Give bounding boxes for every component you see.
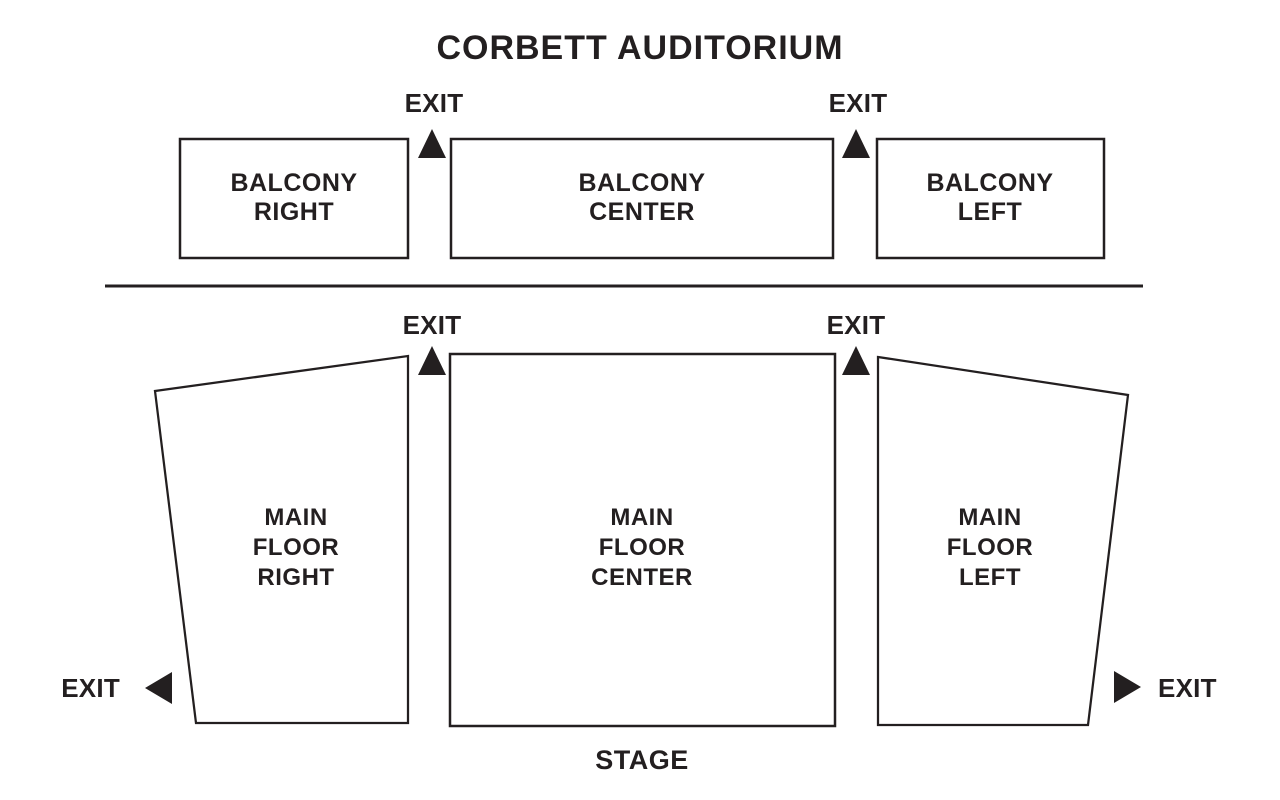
main-floor-left-section-shape [876,355,1130,727]
balcony-left-section-shape [875,137,1106,260]
balcony-left-section-label: BALCONY LEFT [926,169,1054,226]
exit-label-balcony-upper-left: EXIT [404,88,464,118]
left-arrow-icon [145,672,172,704]
up-arrow-icon [418,129,446,158]
balcony-right-section-shape [178,137,410,260]
balcony-center-section-label: BALCONY CENTER [578,169,706,226]
main-floor-left-section-label: MAIN FLOOR LEFT [946,504,1034,591]
balcony-right-section-label: BALCONY RIGHT [230,169,358,226]
main-floor-center-section-shape [448,352,837,728]
up-arrow-icon [842,346,870,375]
exit-label-main-floor-upper-right: EXIT [826,310,886,340]
main-floor-center-section-label: MAIN FLOOR CENTER [591,504,693,591]
balcony-center-section-shape [449,137,835,260]
exit-label-main-floor-side-left: EXIT [61,673,120,703]
stage-label: STAGE [595,745,689,775]
up-arrow-icon [842,129,870,158]
up-arrow-icon [418,346,446,375]
exit-label-main-floor-side-right: EXIT [1158,673,1217,703]
main-floor-right-section-shape [153,354,410,725]
page-title: CORBETT AUDITORIUM [436,29,844,67]
exit-label-balcony-upper-right: EXIT [828,88,888,118]
main-floor-right-section-label: MAIN FLOOR RIGHT [252,504,340,591]
right-arrow-icon [1114,671,1141,703]
exit-label-main-floor-upper-left: EXIT [402,310,462,340]
